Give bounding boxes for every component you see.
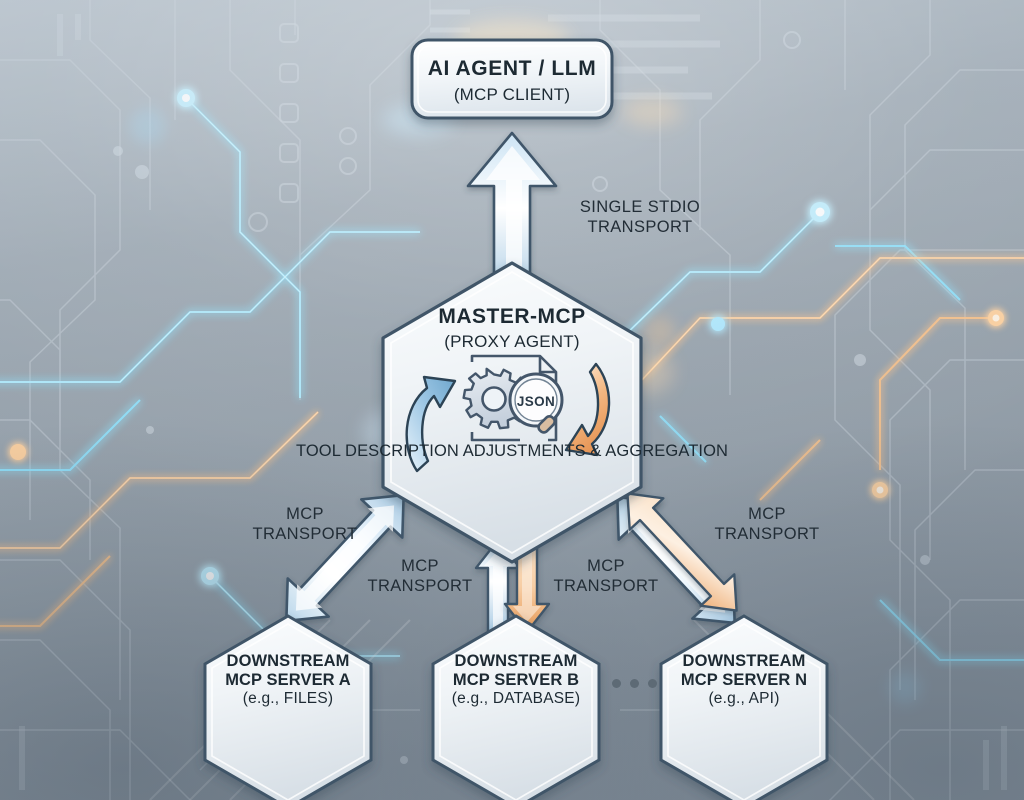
proxy-icon-cluster: JSON <box>405 354 611 473</box>
ellipsis-dot <box>630 679 639 688</box>
curved-arrow-right-orange-icon <box>564 362 611 457</box>
node-downstream-server-b[interactable] <box>431 614 601 800</box>
svg-text:JSON: JSON <box>517 394 555 409</box>
magnifier-json-icon: JSON <box>508 372 564 434</box>
ellipsis-indicator <box>612 679 657 688</box>
connector-server-n-arrow-orange <box>626 492 738 612</box>
node-downstream-server-n[interactable] <box>659 614 829 800</box>
node-ai-agent-client[interactable] <box>410 38 614 120</box>
document-icon <box>470 354 558 442</box>
node-downstream-server-a[interactable] <box>203 614 373 800</box>
ellipsis-dot <box>648 679 657 688</box>
ellipsis-dot <box>612 679 621 688</box>
curved-arrow-left-blue-icon <box>405 375 457 473</box>
